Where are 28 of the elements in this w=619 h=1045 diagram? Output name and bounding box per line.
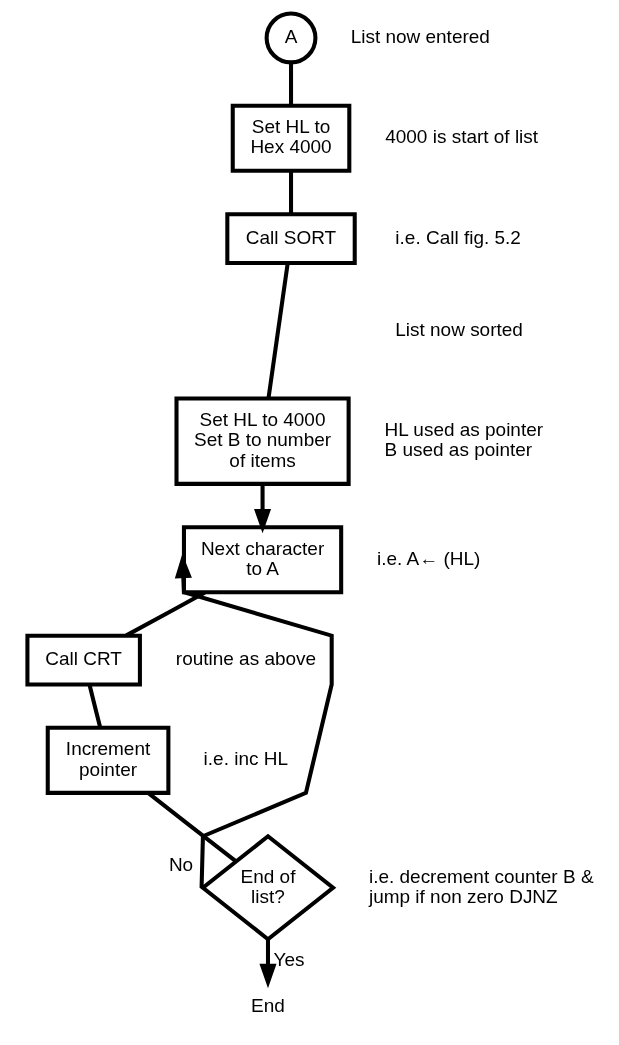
node-box: Increment pointer: [45, 725, 170, 795]
node-label: List now entered: [350, 26, 490, 47]
label: List now sorted: [394, 318, 523, 340]
connector: [265, 262, 290, 399]
connector: [288, 171, 293, 214]
node-label: i.e. decrement counter B & jump if non zero DJNZ: [368, 865, 594, 907]
node-label: i.e. Call fig. 5.2: [394, 226, 521, 248]
node-box: Call SORT: [224, 212, 357, 265]
node-label: HL used as pointer: [384, 419, 543, 441]
node-label: i.e. A← (HL): [376, 547, 480, 569]
node-box: Set HL to 4000 Set B to number of items: [173, 396, 351, 486]
arrow: [253, 484, 271, 534]
node-label: B used as pointer: [384, 439, 532, 461]
node-box: Call CRT: [24, 633, 142, 687]
node-box: Set HL to Hex 4000: [230, 103, 351, 173]
arrow: [174, 553, 334, 888]
edge-label: No: [168, 854, 193, 876]
node-circle: A: [264, 11, 317, 65]
node-text: End: [250, 995, 285, 1017]
edge-label: Yes: [273, 948, 305, 970]
node-label: routine as above: [175, 648, 316, 670]
node-label: i.e. inc HL: [203, 748, 288, 770]
connector: [288, 62, 293, 106]
node-diamond: End of list?: [199, 833, 336, 942]
arrow: [258, 939, 277, 989]
node-box: Next character to A: [181, 525, 343, 595]
connector: [86, 684, 102, 729]
node-label: 4000 is start of list: [384, 126, 538, 148]
